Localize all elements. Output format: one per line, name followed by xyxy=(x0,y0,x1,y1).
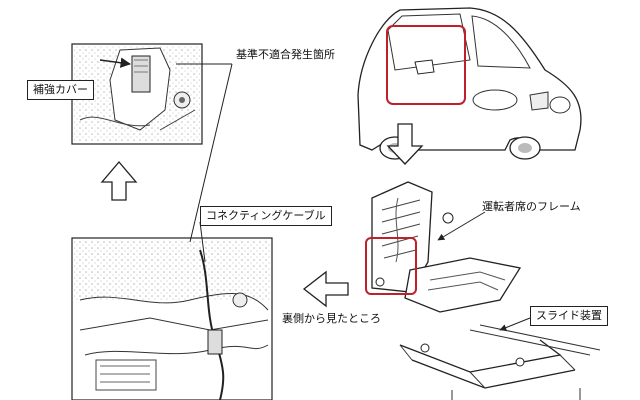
label-slide-device: スライド装置 xyxy=(530,306,608,326)
label-reinforcement-cover: 補強カバー xyxy=(27,80,94,100)
up-arrow xyxy=(100,160,138,201)
label-connecting-cable: コネクティングケーブル xyxy=(200,206,332,226)
slide-device-illustration xyxy=(399,324,601,400)
seat-frame-illustration xyxy=(365,181,522,313)
highlight-box-seat xyxy=(365,237,417,295)
detail-panel-bottom xyxy=(71,237,273,400)
label-driver-seat-frame: 運転者席のフレーム xyxy=(482,200,581,213)
detail-panel-top xyxy=(71,43,203,145)
label-nonconformity-location: 基準不適合発生箇所 xyxy=(236,48,335,61)
down-arrow xyxy=(386,123,424,165)
callout-lines xyxy=(176,63,531,331)
label-view-from-back: 裏側から見たところ xyxy=(282,312,381,325)
car-illustration xyxy=(357,7,582,160)
highlight-box-door xyxy=(386,25,466,105)
left-arrow xyxy=(302,270,349,308)
